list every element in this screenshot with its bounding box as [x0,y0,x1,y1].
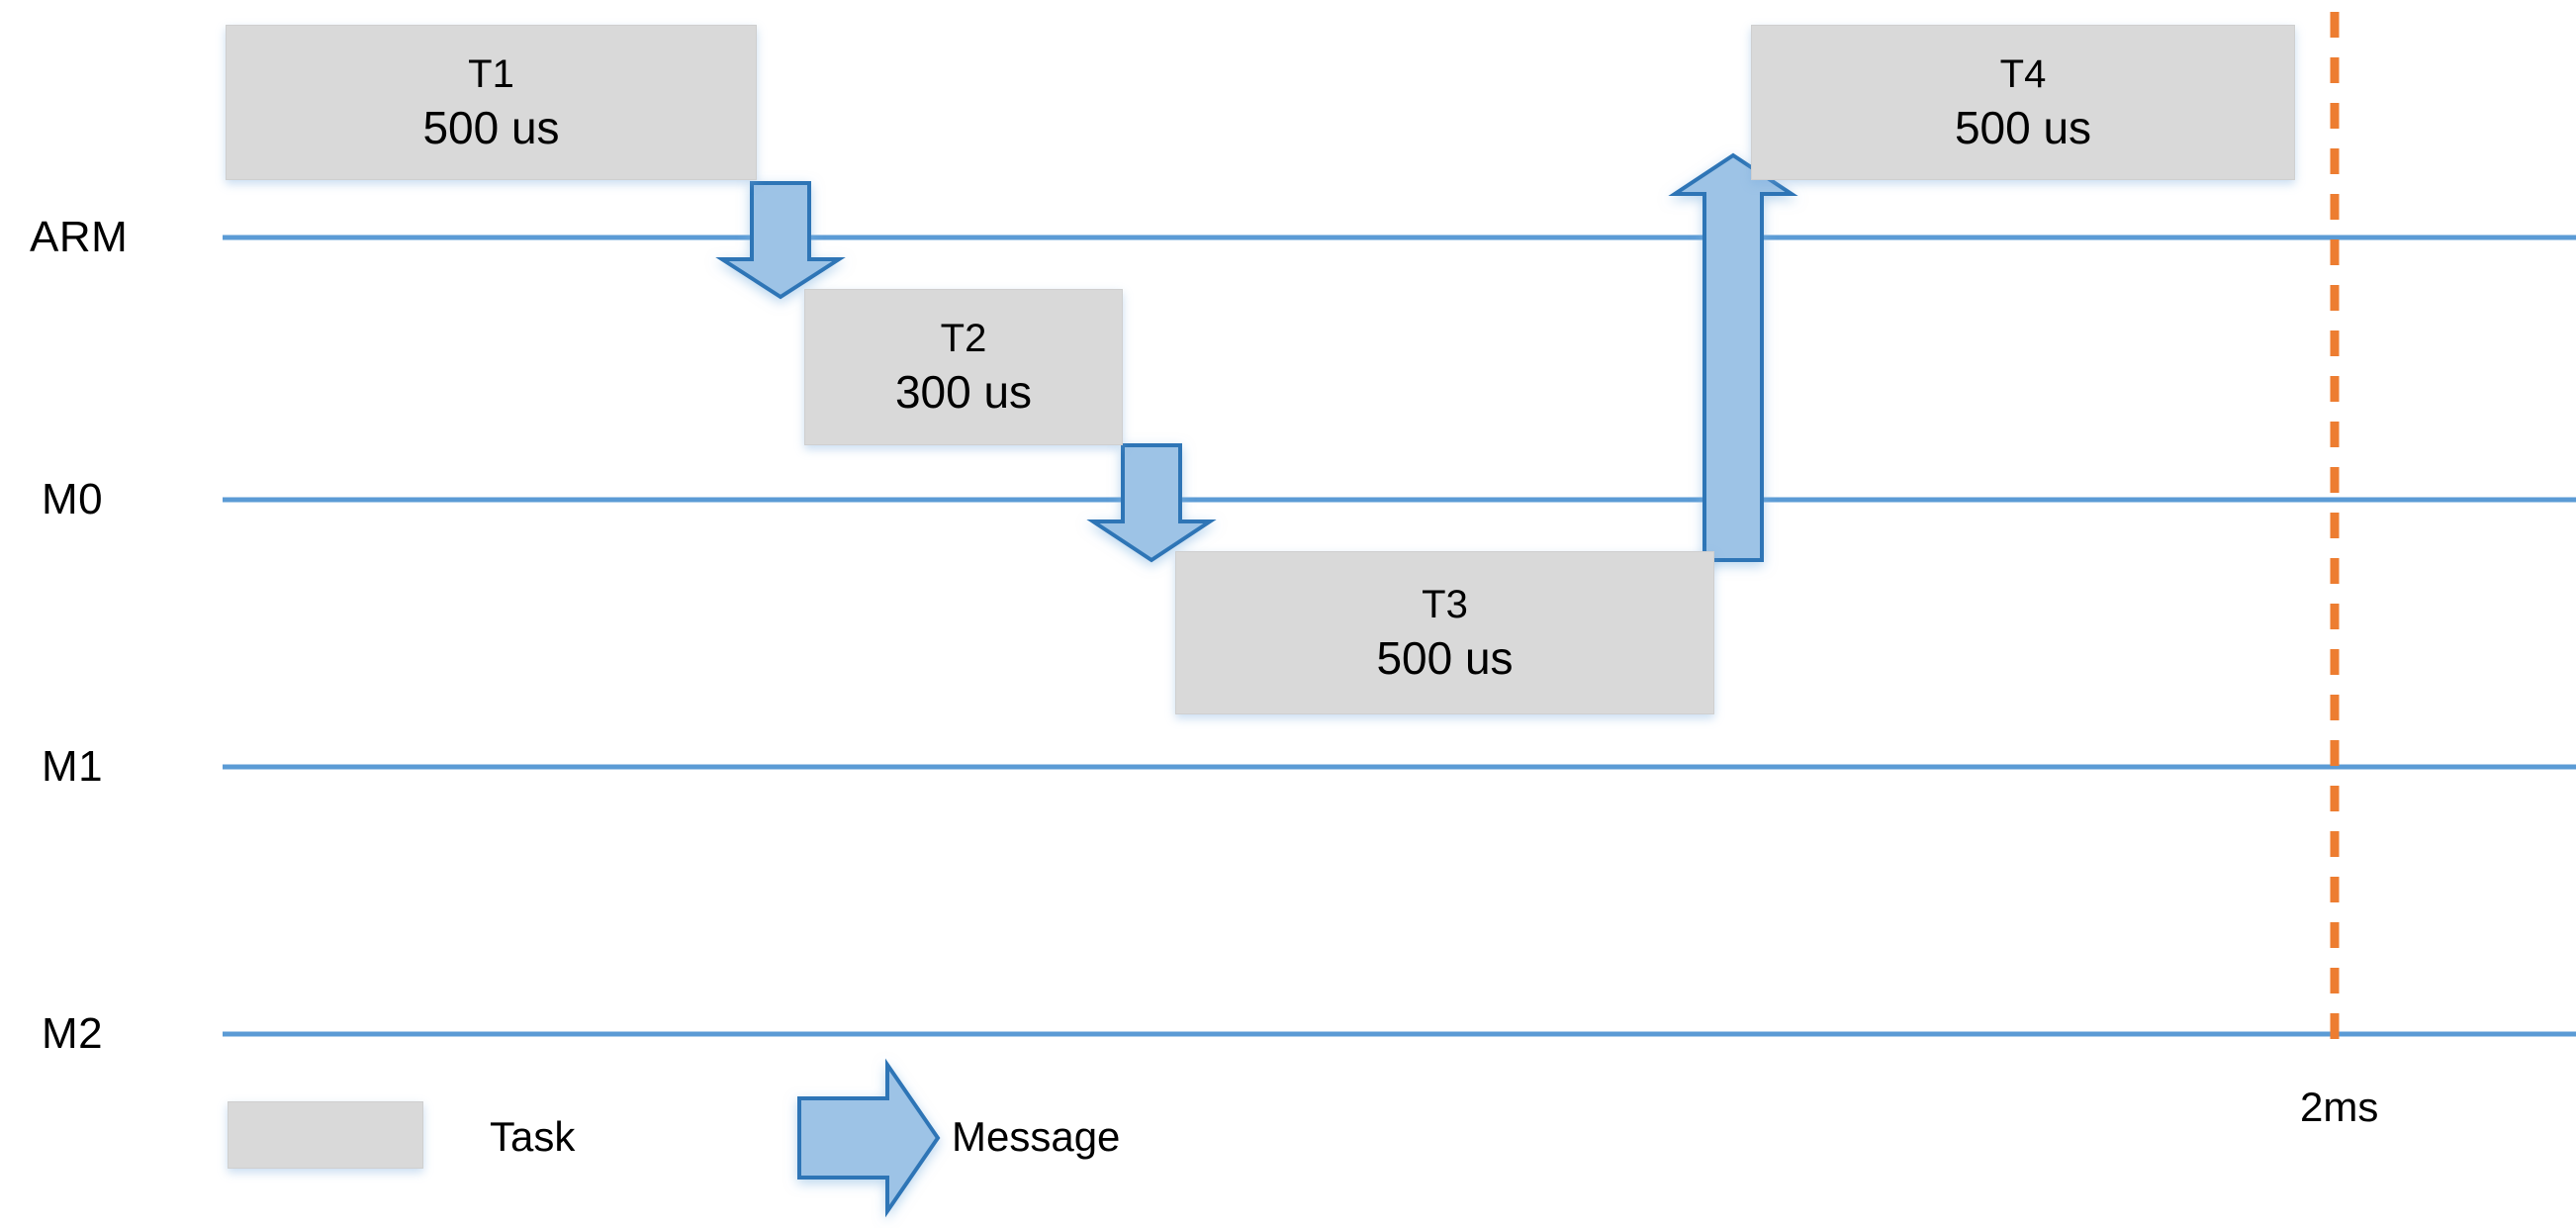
task-box-t4[interactable]: T4 500 us [1751,25,2295,180]
lane-label-m2: M2 [42,1009,104,1058]
legend-message-label: Message [952,1113,1121,1160]
task-box-t2[interactable]: T2 300 us [804,289,1123,445]
task-name-t2: T2 [940,317,987,360]
time-marker-2ms-label: 2ms [2300,1084,2379,1130]
message-arrow-t2-to-t3 [1086,443,1217,563]
task-name-t3: T3 [1422,582,1468,626]
legend-task-swatch [228,1101,423,1169]
task-duration-t4: 500 us [1954,101,2092,153]
lane-label-m1: M1 [42,742,104,791]
timeline-lines [223,235,2576,1037]
message-arrow-t3-to-t4 [1668,152,1798,562]
task-duration-t1: 500 us [422,101,560,153]
task-duration-t2: 300 us [894,366,1033,418]
message-arrow-t1-to-t2 [715,181,846,300]
task-name-t1: T1 [468,51,514,96]
lane-label-arm: ARM [30,213,129,261]
legend-task-label: Task [490,1113,576,1160]
task-duration-t3: 500 us [1376,631,1514,684]
task-name-t4: T4 [1999,51,2047,96]
task-box-t3[interactable]: T3 500 us [1175,551,1714,714]
task-box-t1[interactable]: T1 500 us [226,25,757,180]
lane-label-m0: M0 [42,475,104,523]
legend-message-arrow-icon [797,1058,941,1218]
